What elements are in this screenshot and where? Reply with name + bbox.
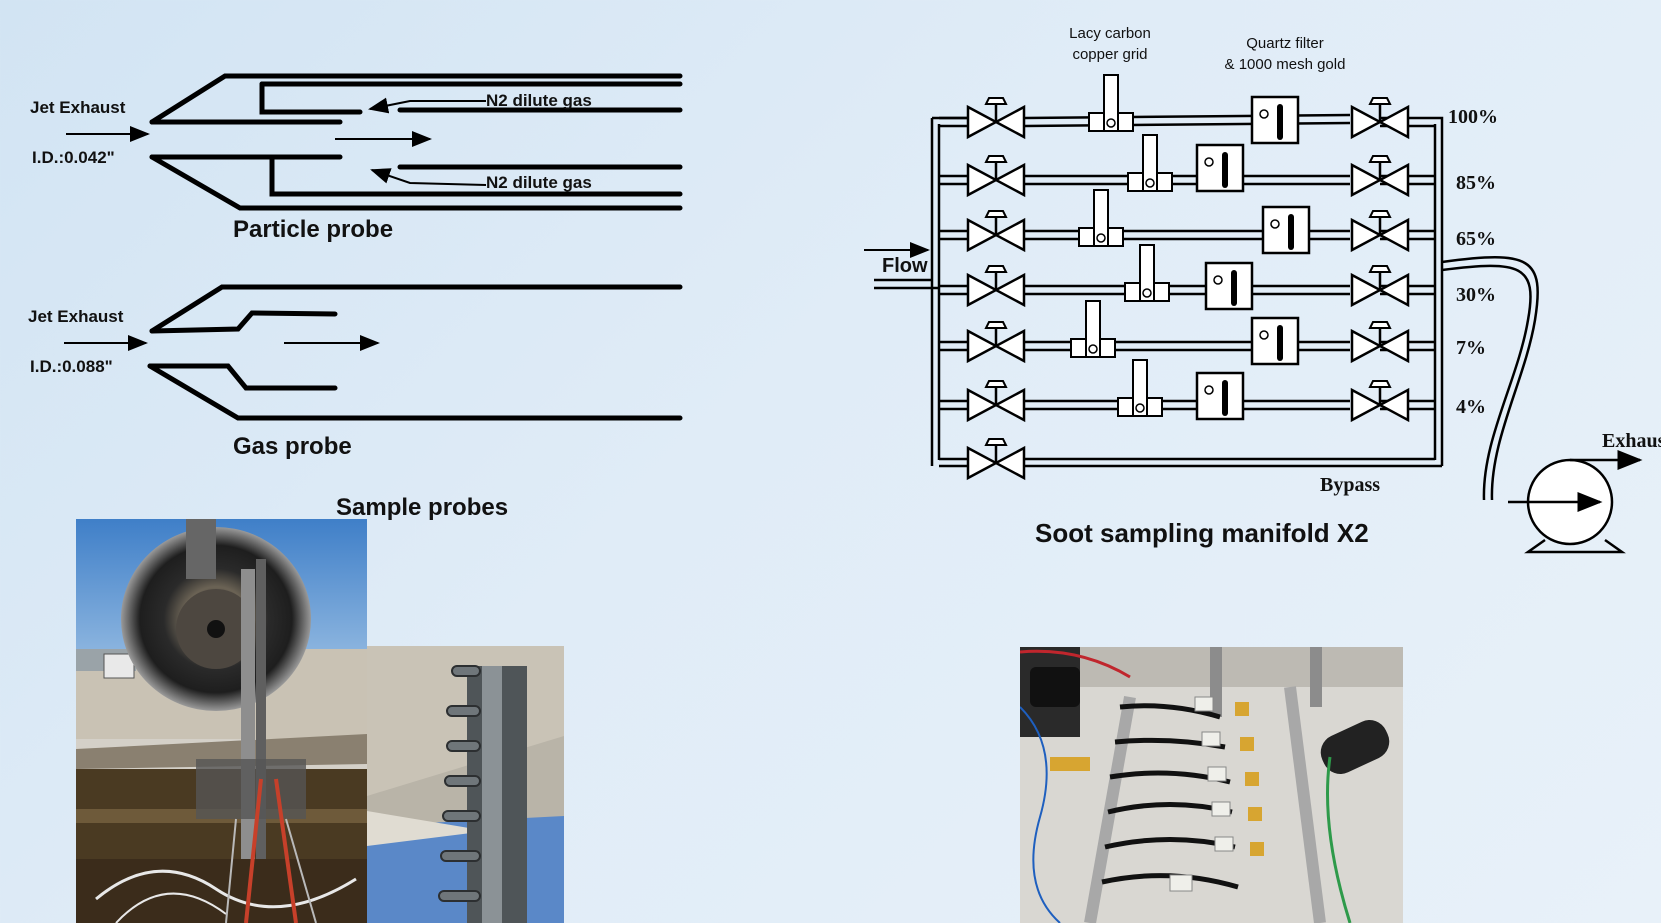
exhaust-label: Exhaust	[1602, 430, 1661, 453]
percent-100-label: 100%	[1448, 106, 1498, 129]
lacy-carbon-line1: Lacy carbon	[1060, 23, 1160, 44]
manifold-frame	[874, 118, 1442, 466]
quartz-filter-label: Quartz filter & 1000 mesh gold	[1210, 33, 1360, 75]
particle-n2-bottom-label: N2 dilute gas	[486, 173, 592, 193]
flow-label: Flow	[882, 255, 928, 278]
quartz-filter-line2: & 1000 mesh gold	[1210, 54, 1360, 75]
gas-id-label: I.D.:0.088"	[30, 357, 113, 377]
particle-n2-top-label: N2 dilute gas	[486, 91, 592, 111]
quartz-filter-line1: Quartz filter	[1210, 33, 1360, 54]
quartz-filters	[1197, 97, 1309, 419]
engine-probe-photo	[76, 519, 367, 923]
manifold-photo	[1020, 647, 1403, 923]
particle-id-label: I.D.:0.042"	[32, 148, 115, 168]
pump-icon	[1508, 460, 1640, 552]
lacy-carbon-grids	[1071, 75, 1172, 416]
percent-65-label: 65%	[1456, 228, 1496, 251]
percent-30-label: 30%	[1456, 284, 1496, 307]
bypass-label: Bypass	[1320, 474, 1380, 497]
particle-jet-exhaust-label: Jet Exhaust	[30, 98, 125, 118]
gas-probe-title: Gas probe	[233, 433, 352, 461]
manifold-title: Soot sampling manifold X2	[1035, 518, 1369, 549]
valves-left	[968, 98, 1024, 478]
particle-probe-title: Particle probe	[233, 216, 393, 244]
valves-right	[1352, 98, 1408, 420]
probe-rake-photo	[367, 646, 564, 923]
manifold-branches	[939, 115, 1442, 466]
particle-probe-drawing	[152, 76, 680, 208]
percent-4-label: 4%	[1456, 396, 1486, 419]
gas-jet-exhaust-label: Jet Exhaust	[28, 307, 123, 327]
percent-7-label: 7%	[1456, 337, 1486, 360]
lacy-carbon-line2: copper grid	[1060, 44, 1160, 65]
percent-85-label: 85%	[1456, 172, 1496, 195]
sample-probes-caption: Sample probes	[336, 494, 508, 522]
gas-probe-drawing	[150, 287, 680, 418]
lacy-carbon-label: Lacy carbon copper grid	[1060, 23, 1160, 65]
